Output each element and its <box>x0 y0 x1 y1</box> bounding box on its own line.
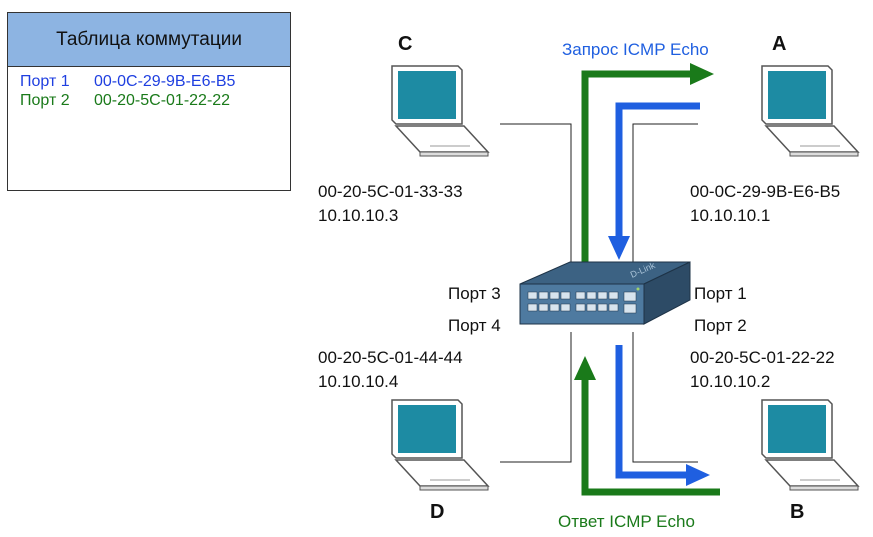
cable-a <box>632 123 698 276</box>
switch-port-2-label: Порт 2 <box>694 316 747 335</box>
pc-letter-d: D <box>430 501 445 523</box>
table-row-port: Порт 2 <box>20 92 70 109</box>
request-arrowheads <box>608 236 710 486</box>
request-arrow-out <box>615 345 686 479</box>
laptop-icon-d <box>391 399 489 491</box>
cable-d <box>500 332 572 463</box>
pc-letter-b: B <box>790 501 805 523</box>
pc-c-mac: 00-20-5C-01-33-33 <box>318 182 463 201</box>
request-flow-label: Запрос ICMP Echo <box>562 40 709 59</box>
table-row: Порт 1 00-0C-29-9B-E6-B5 <box>8 72 290 91</box>
pc-a-ip: 10.10.10.1 <box>690 206 771 225</box>
request-arrow-in <box>615 102 700 236</box>
network-switch-icon: D-Link <box>519 260 691 325</box>
reply-flow-label: Ответ ICMP Echo <box>558 512 695 531</box>
reply-arrowhead-right <box>690 63 714 85</box>
pc-b-ip: 10.10.10.2 <box>690 372 771 391</box>
table-row-mac: 00-20-5C-01-22-22 <box>94 92 231 109</box>
table-row: Порт 2 00-20-5C-01-22-22 <box>8 91 290 110</box>
cable-c <box>500 123 572 278</box>
switch-port-1-label: Порт 1 <box>694 284 747 303</box>
pc-c-ip: 10.10.10.3 <box>318 206 399 225</box>
pc-letter-a: A <box>772 33 787 55</box>
reply-arrow-bottom <box>581 380 720 496</box>
request-arrowhead-down <box>608 236 630 260</box>
pc-letter-c: C <box>398 33 413 55</box>
pc-d-ip: 10.10.10.4 <box>318 372 399 391</box>
laptop-icon-b <box>761 399 859 491</box>
laptop-icon-a <box>761 65 859 157</box>
cables <box>500 123 698 463</box>
switch-port-4-label: Порт 4 <box>448 316 501 335</box>
cable-b <box>632 332 698 463</box>
laptop-icon-c <box>391 65 489 157</box>
pc-d-mac: 00-20-5C-01-44-44 <box>318 348 463 367</box>
pc-b-mac: 00-20-5C-01-22-22 <box>690 348 835 367</box>
switch-port-3-label: Порт 3 <box>448 284 501 303</box>
pc-a-mac: 00-0C-29-9B-E6-B5 <box>690 182 841 201</box>
switching-table-body: Порт 1 00-0C-29-9B-E6-B5 Порт 2 00-20-5C… <box>8 67 290 110</box>
reply-arrow-top <box>581 70 690 262</box>
table-row-port: Порт 1 <box>20 73 70 90</box>
request-flow-arrows <box>615 102 700 479</box>
table-row-mac: 00-0C-29-9B-E6-B5 <box>94 73 236 90</box>
switching-table: Таблица коммутации Порт 1 00-0C-29-9B-E6… <box>7 12 291 191</box>
reply-arrowheads <box>574 63 714 380</box>
reply-arrowhead-up <box>574 356 596 380</box>
reply-flow-arrows <box>581 70 720 496</box>
request-arrowhead-right <box>686 464 710 486</box>
switching-table-title: Таблица коммутации <box>8 13 290 67</box>
